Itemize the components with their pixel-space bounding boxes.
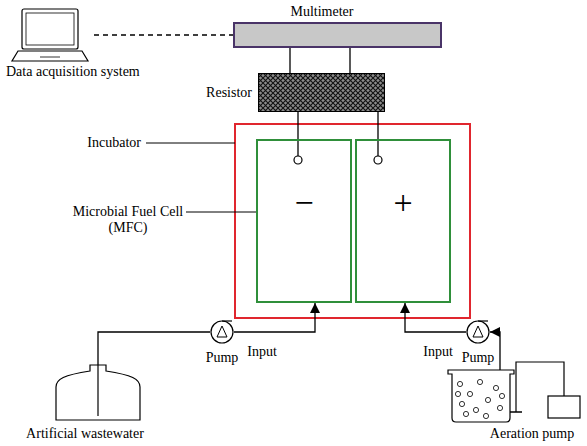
multimeter-box: Multimeter <box>233 22 442 48</box>
node-label: Pump <box>206 350 239 366</box>
pump-symbol-drawing <box>210 320 234 344</box>
edge-label: Input <box>423 344 453 360</box>
callout-label: Microbial Fuel Cell (MFC) <box>63 204 193 236</box>
node-label: Multimeter <box>291 4 354 20</box>
callout-label: Incubator <box>87 135 141 151</box>
node-label: Aeration pump <box>490 426 574 442</box>
connector <box>234 303 315 332</box>
electrode <box>374 156 382 164</box>
pump-symbol: Pump <box>466 320 490 344</box>
connector <box>289 48 290 73</box>
edge-label: Input <box>247 344 277 360</box>
connector <box>405 303 466 332</box>
pump-symbol: Pump <box>210 320 234 344</box>
connector <box>377 112 378 139</box>
electrode-sign: − <box>294 184 313 221</box>
wastewater-bottle-drawing <box>52 365 144 422</box>
electrode-wire <box>297 139 298 156</box>
connector <box>297 112 298 139</box>
air-tube <box>516 362 564 412</box>
leader-line <box>186 212 256 213</box>
node-label: Pump <box>462 350 495 366</box>
anode-chamber: − <box>256 139 352 303</box>
connector <box>98 332 210 365</box>
node-label: Resistor <box>206 85 252 101</box>
data-link <box>94 34 233 35</box>
incubator-outline <box>235 124 470 318</box>
air-diffuser <box>510 411 522 413</box>
leader-line <box>146 143 235 144</box>
resistor-symbol-drawing <box>258 73 385 112</box>
computer-icon-drawing <box>10 8 90 64</box>
node-label: Data acquisition system <box>6 64 140 80</box>
node-label: Artificial wastewater <box>26 426 144 442</box>
electrode-wire <box>377 139 378 156</box>
air-pump-box <box>548 396 580 418</box>
aeration-bottle-drawing <box>440 370 522 422</box>
pump-symbol-drawing <box>466 320 490 344</box>
connector <box>349 48 350 73</box>
computer-icon: Data acquisition system <box>10 8 90 64</box>
cathode-chamber: + <box>355 139 451 303</box>
electrode-sign: + <box>393 184 412 221</box>
electrode <box>294 156 302 164</box>
resistor-symbol: Resistor <box>258 73 385 112</box>
aeration-bottle: Aeration pump <box>440 370 522 422</box>
wastewater-bottle: Artificial wastewater <box>52 365 144 422</box>
